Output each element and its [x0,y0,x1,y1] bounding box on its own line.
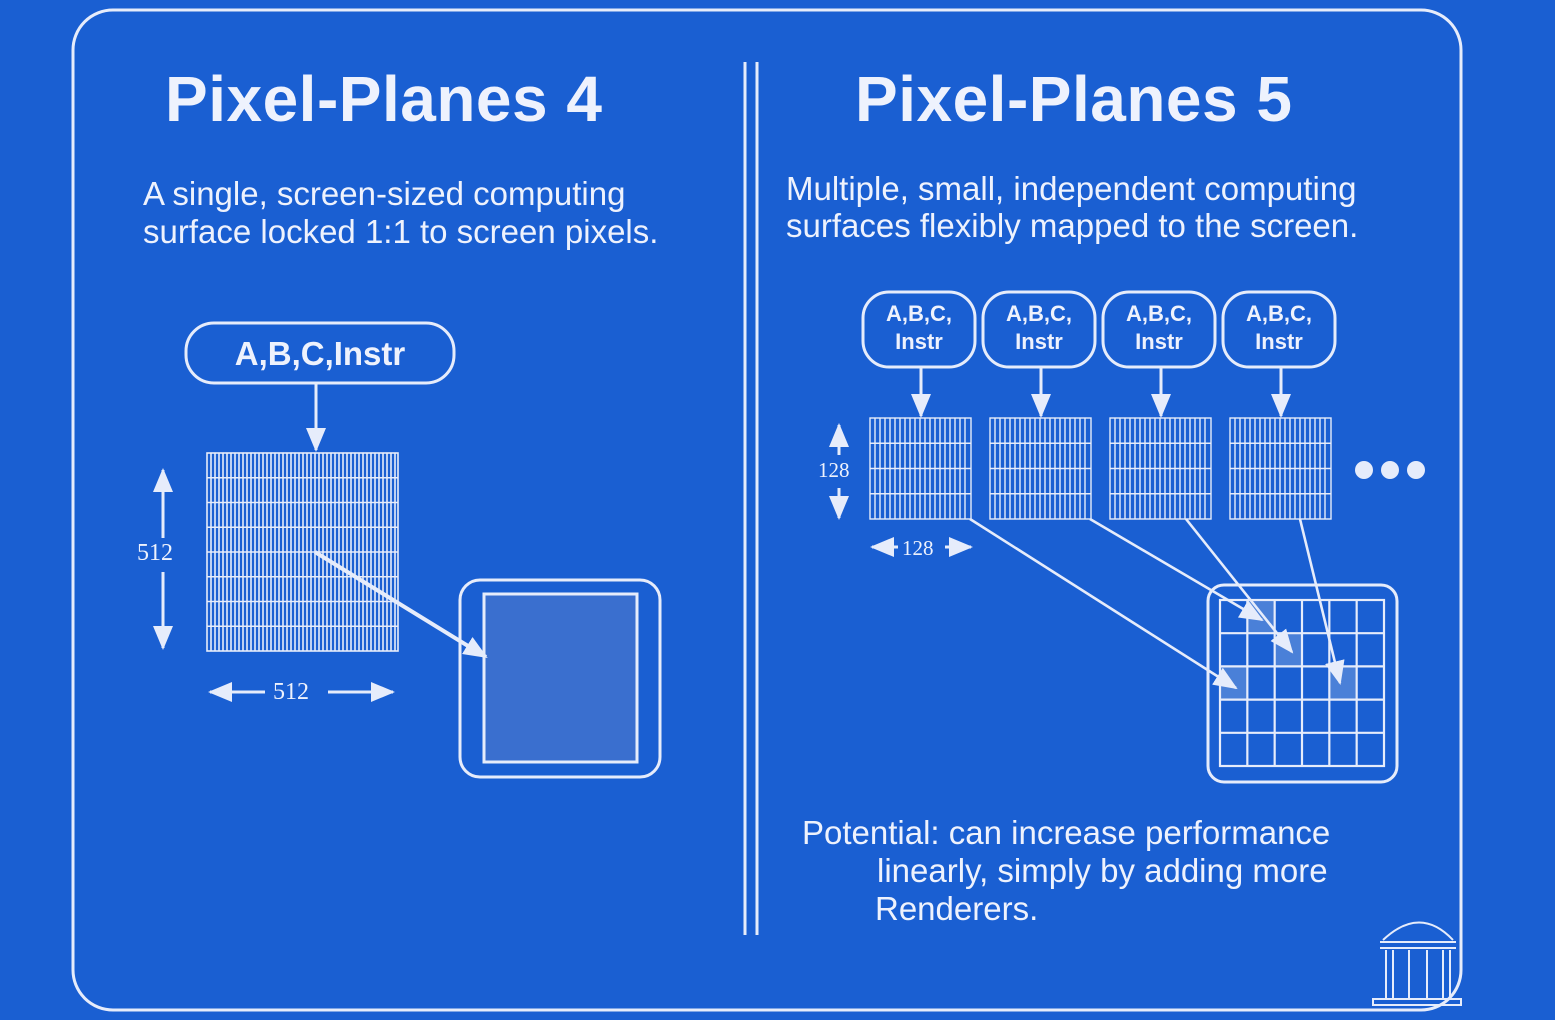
renderer-input-label: A,B,C, Instr [863,300,975,356]
width-label: 128 [902,536,934,560]
renderer-surface-grid [1109,417,1212,520]
input-box-outline [861,290,977,369]
input-label-line2: Instr [1255,329,1303,354]
right-title: Pixel-Planes 5 [855,63,1293,135]
slide-frame [71,8,1463,1012]
renderer-input-label: A,B,C, Instr [1103,300,1215,356]
mapping-arrow [1298,518,1345,685]
height-label: 512 [137,540,173,566]
ellipsis-dot [1381,461,1399,479]
right-subtitle-line2: surfaces flexibly mapped to the screen. [786,207,1359,244]
mapping-arrow [969,517,1238,690]
renderer-surface-grid [869,417,972,520]
mapped-tile [1247,600,1275,634]
mapped-tile [1329,666,1357,700]
note-line3: Renderers. [875,890,1039,927]
note-line2: linearly, simply by adding more [877,852,1328,889]
screen-outline [458,578,662,779]
input-box-outline [1221,290,1337,369]
input-box-outline [981,290,1097,369]
mapped-tile [1220,666,1248,700]
left-subtitle-line1: A single, screen-sized computing [143,175,626,212]
right-subtitle-line1: Multiple, small, independent computing [786,170,1357,207]
input-label-line2: Instr [895,329,943,354]
computing-surface-grid [206,452,399,652]
left-subtitle-line2: surface locked 1:1 to screen pixels. [143,213,659,250]
screen-surface [482,592,639,764]
width-label: 512 [273,679,309,705]
input-label-line1: A,B,C, [886,301,952,326]
old-well-logo-icon [1372,921,1462,1006]
input-box-outline [1101,290,1217,369]
renderer-surface-grid [1229,417,1332,520]
screen-outline [1206,583,1399,784]
input-label-line1: A,B,C, [1246,301,1312,326]
input-label-line2: Instr [1135,329,1183,354]
input-label-line1: A,B,C, [1006,301,1072,326]
left-title: Pixel-Planes 4 [165,63,603,135]
renderer-input-label: A,B,C, Instr [983,300,1095,356]
renderer-input-label: A,B,C, Instr [1223,300,1335,356]
mapping-arrow [1089,517,1264,622]
ellipsis-dot [1407,461,1425,479]
input-label-line1: A,B,C, [1126,301,1192,326]
renderer-surface-grid [989,417,1092,520]
mapping-arrow [313,550,488,659]
mapping-arrow [1184,518,1294,654]
mapped-tile [1274,633,1302,667]
input-label-line2: Instr [1015,329,1063,354]
input-box-outline [184,321,456,385]
height-label: 128 [818,458,850,482]
note-line1: Potential: can increase performance [802,814,1331,851]
screen-tile-grid [1218,598,1386,768]
input-box-label: A,B,C,Instr [234,335,406,372]
ellipsis-dot [1355,461,1373,479]
